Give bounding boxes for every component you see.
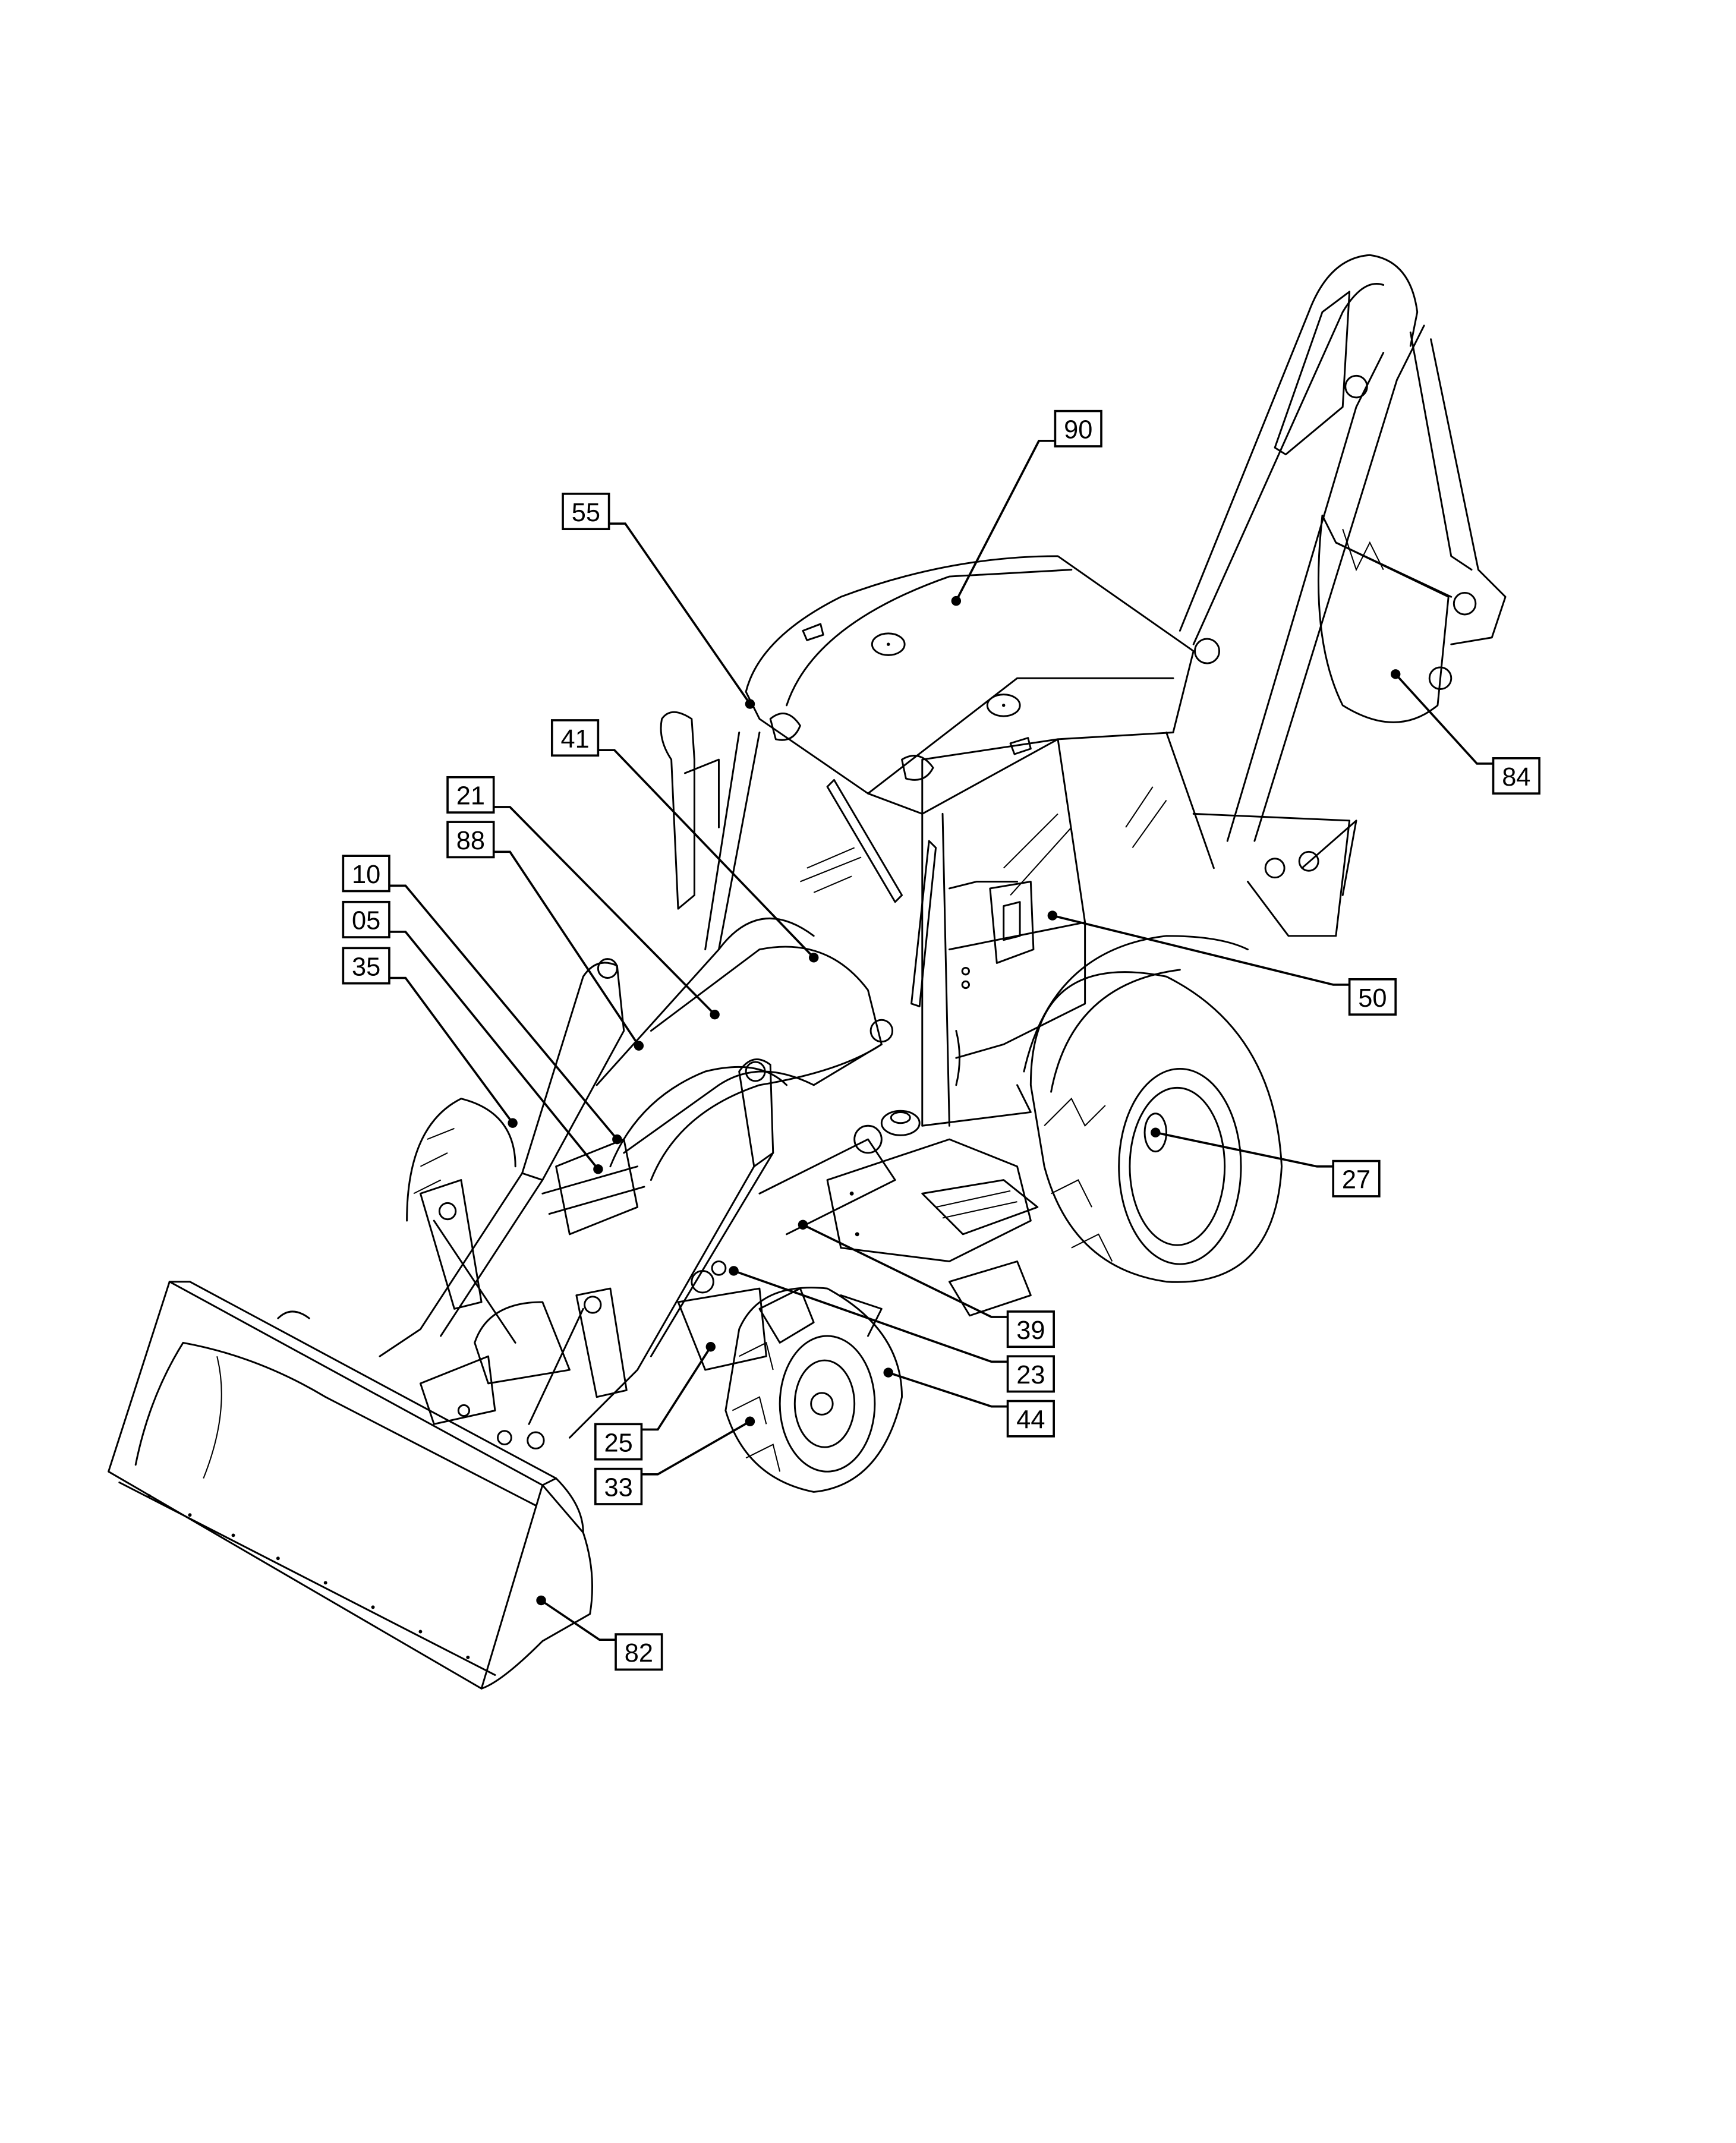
leader-line <box>733 1269 1008 1363</box>
leader-dot <box>745 699 755 709</box>
callout-box[interactable] <box>615 1633 663 1671</box>
callout-84[interactable]: 84 <box>1390 669 1540 795</box>
front-wheel-drawing <box>724 1287 903 1493</box>
callout-box[interactable] <box>1006 1400 1055 1438</box>
leader-dot <box>798 1219 808 1230</box>
callout-box[interactable] <box>342 855 390 893</box>
callout-label: 23 <box>1016 1361 1045 1389</box>
callout-33[interactable]: 33 <box>594 1416 755 1505</box>
callout-50[interactable]: 50 <box>1047 910 1397 1016</box>
callout-box[interactable] <box>594 1423 643 1461</box>
leader-line <box>1052 914 1350 986</box>
hood-and-loader-drawing <box>379 918 896 1449</box>
leader-line <box>389 931 599 1170</box>
callout-box[interactable] <box>1348 978 1397 1016</box>
callout-label: 21 <box>456 782 485 811</box>
leader-line <box>540 1599 616 1641</box>
callout-box[interactable] <box>1054 409 1102 447</box>
callout-label: 90 <box>1064 416 1092 445</box>
backhoe-arm-drawing <box>1179 254 1507 937</box>
callout-layer: 90 55 41 21 88 10 05 35 84 50 27 39 23 44 25 33 82 <box>342 409 1540 1671</box>
leader-dot <box>883 1367 893 1378</box>
callout-10[interactable]: 10 <box>342 855 622 1145</box>
callout-05[interactable]: 05 <box>342 900 603 1174</box>
callout-39[interactable]: 39 <box>798 1219 1055 1348</box>
callout-label: 88 <box>456 827 485 855</box>
callout-label: 84 <box>1502 763 1530 792</box>
leader-line <box>493 806 716 1016</box>
leader-dot <box>951 595 962 606</box>
leader-line <box>609 522 751 705</box>
leader-line <box>389 976 514 1124</box>
leader-dot <box>612 1134 622 1145</box>
cab-drawing <box>660 555 1215 1317</box>
leader-dot <box>729 1266 739 1276</box>
leader-dot <box>634 1041 644 1051</box>
callout-label: 50 <box>1358 984 1387 1013</box>
callout-box[interactable] <box>1006 1310 1055 1348</box>
leader-dot <box>705 1342 716 1352</box>
leader-line <box>641 1420 751 1476</box>
callout-label: 27 <box>1342 1166 1370 1195</box>
leader-dot <box>710 1009 720 1020</box>
callout-box[interactable] <box>594 1467 643 1505</box>
callout-box[interactable] <box>1006 1355 1055 1393</box>
callout-label: 82 <box>625 1639 653 1668</box>
leader-line <box>389 884 618 1140</box>
callout-box[interactable] <box>562 493 610 531</box>
callout-label: 39 <box>1016 1316 1045 1345</box>
callout-88[interactable]: 88 <box>446 821 644 1051</box>
leader-line <box>802 1224 1008 1318</box>
callout-box[interactable] <box>342 900 390 938</box>
leader-dot <box>1390 669 1401 679</box>
callout-label: 05 <box>352 907 380 935</box>
bucket-edge-bolts <box>147 1494 470 1659</box>
callout-27[interactable]: 27 <box>1151 1127 1381 1197</box>
callout-box[interactable] <box>446 821 495 859</box>
callout-label: 33 <box>604 1474 632 1502</box>
callout-44[interactable]: 44 <box>883 1367 1055 1438</box>
rear-wheel-drawing <box>1023 935 1283 1283</box>
callout-82[interactable]: 82 <box>536 1595 663 1671</box>
callout-41[interactable]: 41 <box>550 719 819 963</box>
leader-dot <box>536 1595 546 1606</box>
callout-35[interactable]: 35 <box>342 947 518 1128</box>
callout-box[interactable] <box>550 719 600 757</box>
leader-dot <box>1047 910 1058 921</box>
callout-box[interactable] <box>446 776 495 814</box>
callout-25[interactable]: 25 <box>594 1342 716 1461</box>
callout-label: 44 <box>1016 1405 1045 1434</box>
leader-line <box>888 1371 1008 1408</box>
leader-line <box>493 850 640 1047</box>
callout-label: 10 <box>352 861 380 889</box>
callout-55[interactable]: 55 <box>562 493 755 709</box>
callout-23[interactable]: 23 <box>729 1266 1055 1393</box>
leader-line <box>955 440 1056 601</box>
callout-label: 55 <box>572 499 600 527</box>
leader-dot <box>508 1118 518 1128</box>
leader-line <box>598 749 815 959</box>
leader-dot <box>745 1416 755 1426</box>
callout-label: 35 <box>352 953 380 981</box>
front-bucket-drawing <box>108 1281 593 1690</box>
leader-dot <box>809 953 819 963</box>
leader-line <box>1155 1131 1334 1168</box>
leader-dot <box>1151 1127 1161 1137</box>
callout-box[interactable] <box>1332 1159 1381 1197</box>
callout-90[interactable]: 90 <box>951 409 1102 606</box>
callout-box[interactable] <box>1492 757 1540 795</box>
callout-label: 25 <box>604 1429 632 1457</box>
callout-box[interactable] <box>342 947 390 985</box>
leader-dot <box>593 1164 603 1174</box>
callout-21[interactable]: 21 <box>446 776 720 1020</box>
callout-label: 41 <box>560 725 589 754</box>
leader-line <box>641 1346 712 1431</box>
leader-line <box>1394 673 1494 765</box>
